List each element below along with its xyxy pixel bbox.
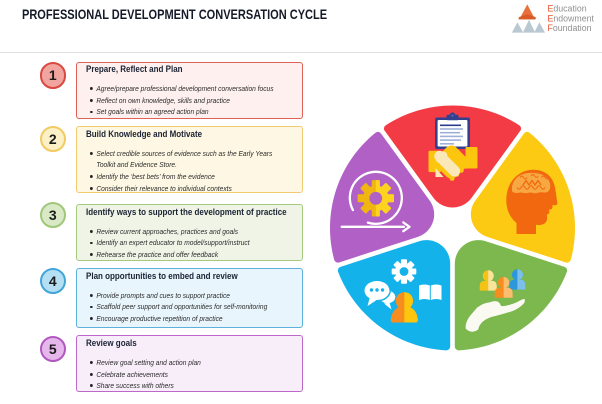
svg-text:Education: Education bbox=[548, 4, 587, 14]
svg-text:Foundation: Foundation bbox=[548, 23, 592, 33]
svg-text:Endowment: Endowment bbox=[548, 13, 595, 23]
